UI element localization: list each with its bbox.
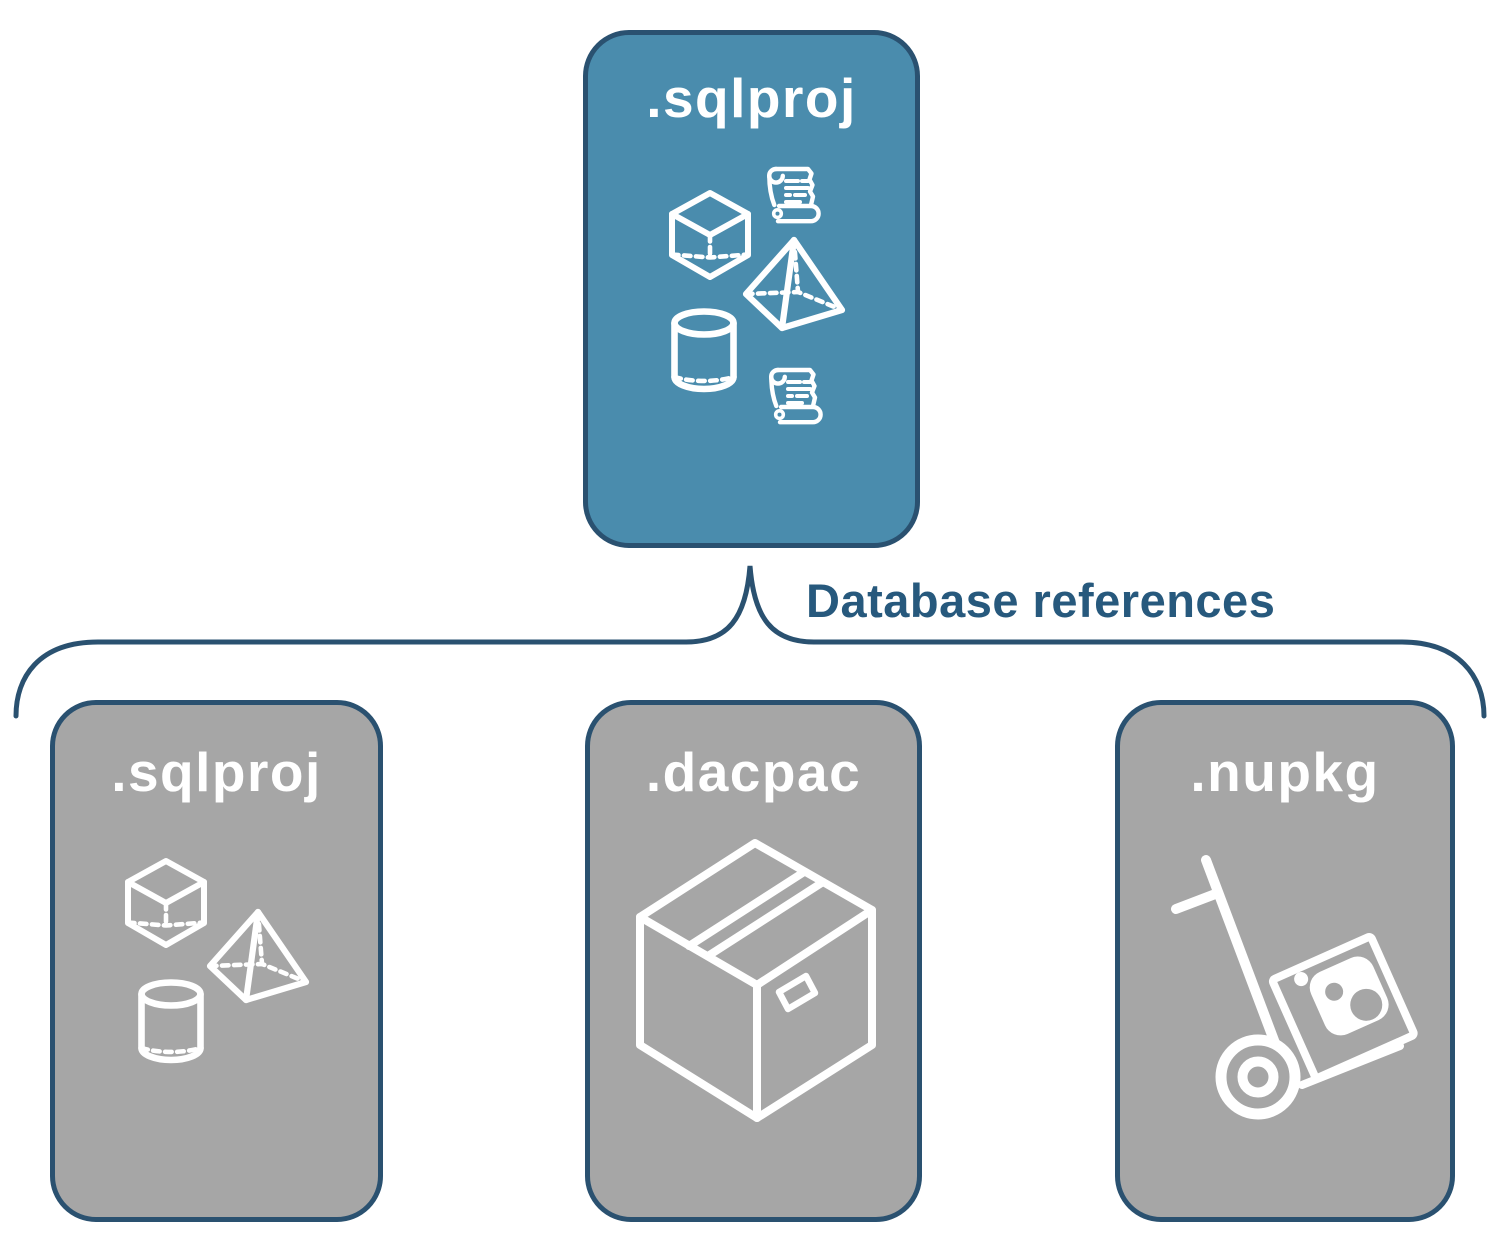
- child-node-sqlproj: .sqlproj: [50, 700, 383, 1222]
- connector-label: Database references: [806, 574, 1276, 627]
- root-node-sqlproj: .sqlproj: [583, 30, 920, 548]
- child-node-label: .nupkg: [1190, 741, 1380, 803]
- child-node-dacpac: .dacpac: [585, 700, 922, 1222]
- child-node-nupkg: .nupkg: [1115, 700, 1455, 1222]
- root-node-label: .sqlproj: [646, 67, 857, 129]
- child-node-label: .dacpac: [645, 741, 862, 803]
- child-node-label: .sqlproj: [111, 741, 322, 803]
